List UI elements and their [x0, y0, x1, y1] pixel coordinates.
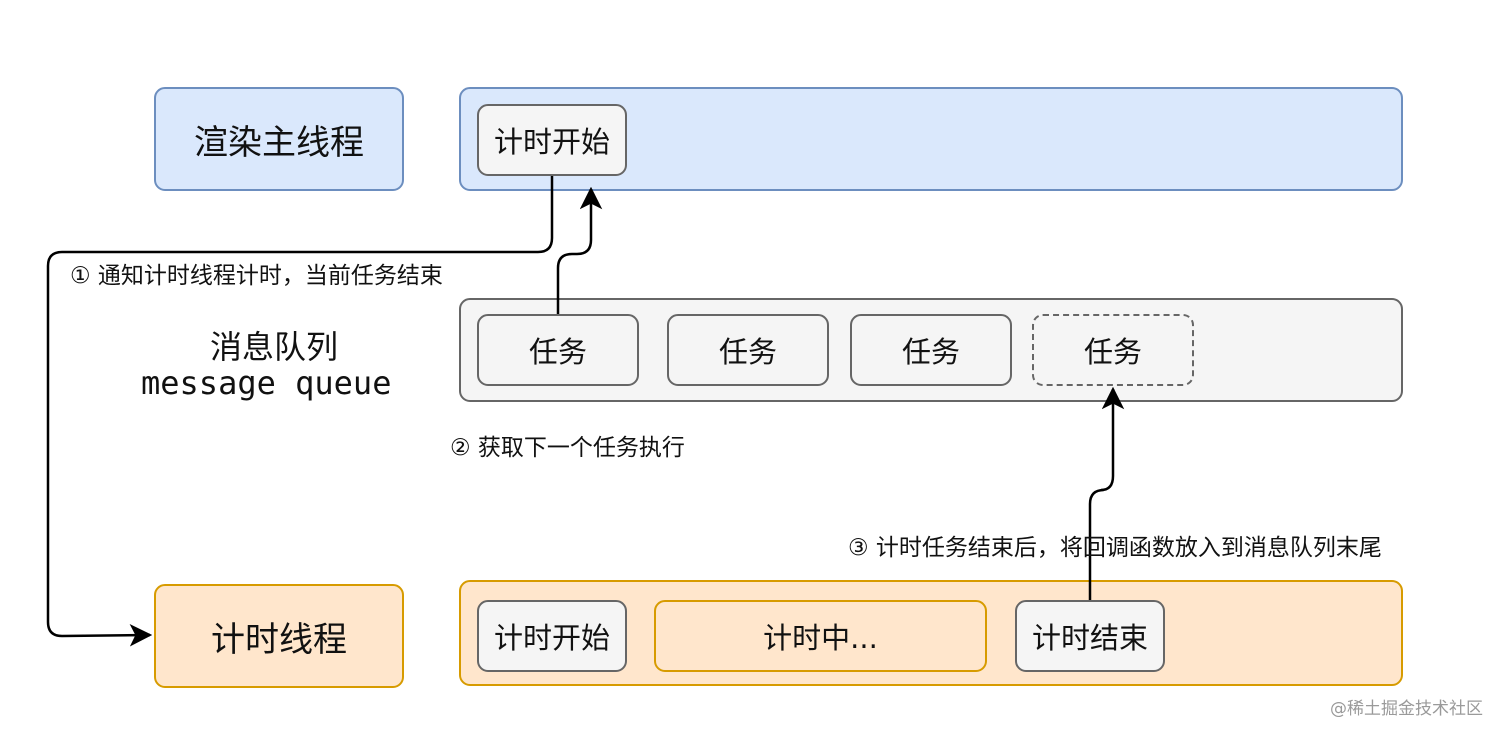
watermark: @稀土掘金技术社区 — [1330, 699, 1483, 719]
queue-task-1-text: 任务 — [528, 335, 587, 369]
render-timer-start-text: 计时开始 — [493, 125, 610, 159]
queue-task-3: 任务 — [850, 314, 1012, 386]
timer-start-text: 计时开始 — [493, 621, 610, 655]
render-timer-start-box: 计时开始 — [477, 104, 627, 176]
queue-task-1: 任务 — [477, 314, 639, 386]
queue-task-3-text: 任务 — [901, 335, 960, 369]
step3-annotation: ③ 计时任务结束后，将回调函数放入到消息队列末尾 — [848, 535, 1382, 561]
timing-text: 计时中... — [763, 621, 878, 655]
queue-task-2-text: 任务 — [718, 335, 777, 369]
render-main-thread-text: 渲染主线程 — [194, 122, 364, 163]
queue-task-4-text: 任务 — [1083, 335, 1142, 369]
timer-thread-text: 计时线程 — [211, 619, 347, 660]
queue-task-4-pending: 任务 — [1032, 314, 1194, 386]
timer-end-box: 计时结束 — [1015, 600, 1165, 672]
render-main-thread-label: 渲染主线程 — [154, 87, 404, 191]
arrow-fetch-next-task — [556, 186, 603, 314]
step2-annotation: ② 获取下一个任务执行 — [450, 435, 685, 461]
timer-thread-label: 计时线程 — [154, 584, 404, 688]
timer-end-text: 计时结束 — [1031, 621, 1148, 655]
step1-annotation: ① 通知计时线程计时，当前任务结束 — [70, 263, 443, 289]
queue-task-2: 任务 — [667, 314, 829, 386]
message-queue-label-en: message queue — [141, 364, 392, 402]
timing-box: 计时中... — [654, 600, 987, 672]
arrow-callback-to-queue — [1088, 386, 1125, 600]
arrow-notify-timer-thread — [46, 176, 554, 647]
timer-start-box: 计时开始 — [477, 600, 627, 672]
message-queue-label-cn: 消息队列 — [210, 328, 339, 366]
